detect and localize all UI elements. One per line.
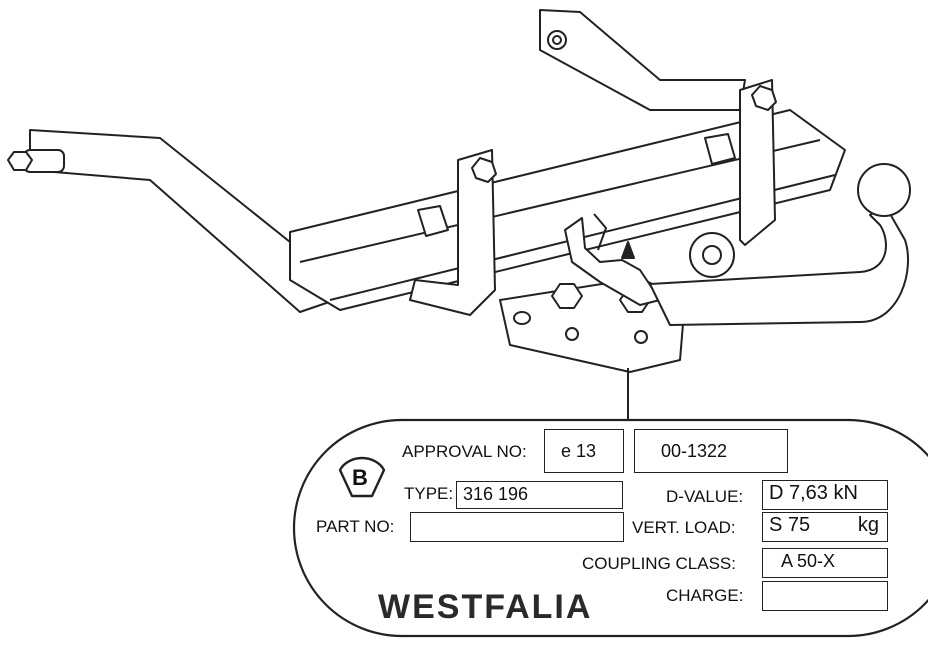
type-label: TYPE: [404,484,454,503]
d-value-box: D 7,63 kN [762,480,888,510]
approval-code-box: e 13 [544,429,624,473]
right-vertical-strap [739,79,776,246]
coupling-class-box: A 50-X [762,548,888,578]
approval-mark-letter: B [352,465,368,490]
right-strap-nut [751,85,777,111]
vert-load-box: S 75 kg [762,512,888,542]
cross-beam-edge [299,139,821,263]
plate-bolt-left [551,283,583,309]
coupling-hook [564,217,661,306]
vert-load-label: VERT. LOAD: [632,518,736,537]
direction-arrow [621,241,635,259]
d-value-label: D-VALUE: [666,487,744,506]
charge-label: CHARGE: [666,586,744,605]
right-clamp-block [704,133,736,165]
type-value-box: 316 196 [456,481,623,509]
part-no-label: PART NO: [316,517,395,536]
approval-mark-shield [338,456,386,498]
left-stud-nut [7,151,33,171]
tow-ball [857,163,911,217]
charge-box [762,581,888,611]
right-rear-bracket [539,9,746,111]
middle-strap-nut [471,157,497,183]
tow-ball-neck [649,204,909,326]
brand-logo: WESTFALIA [378,588,593,626]
left-mounting-arm [29,129,336,313]
coupling-class-label: COUPLING CLASS: [582,554,736,573]
approval-number-box: 00-1322 [634,429,788,473]
part-no-box [410,512,624,542]
approval-no-label: APPROVAL NO: [402,442,527,461]
vert-load-unit: kg [857,514,879,536]
vert-load-value: S 75 [769,514,811,536]
cross-beam [289,109,846,311]
left-clamp-block [417,205,449,237]
